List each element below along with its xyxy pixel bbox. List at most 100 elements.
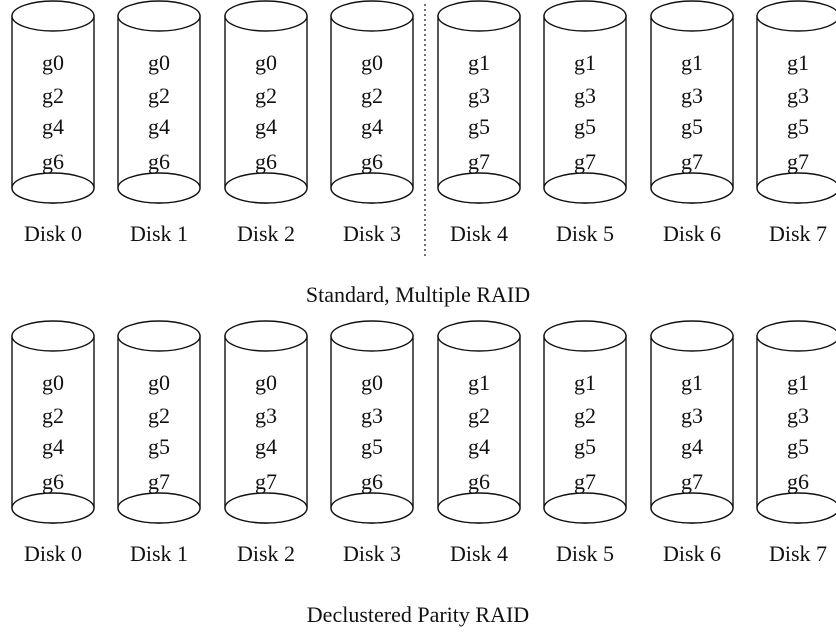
cylinder-top-ellipse [543,320,627,352]
parity-group-label: g5 [787,114,809,139]
parity-group-label: g5 [468,114,490,139]
cylinder-bottom-ellipse [650,172,734,204]
parity-group-label: g4 [255,434,277,459]
parity-group-label: g0 [255,50,277,75]
parity-group-label: g3 [681,83,703,108]
parity-group-label: g6 [148,149,170,174]
parity-group-label: g1 [468,370,490,395]
parity-group-label: g6 [42,149,64,174]
cylinder-top-ellipse [543,0,627,32]
parity-group-label: g2 [42,83,64,108]
cylinder-bottom-ellipse [224,492,308,524]
parity-group-label: g4 [42,114,64,139]
cylinder-bottom-ellipse [437,492,521,524]
cylinder-bottom-ellipse [330,172,414,204]
parity-group-label: g0 [42,50,64,75]
parity-group-label: g2 [255,83,277,108]
cylinder-bottom-ellipse [543,492,627,524]
cylinder-bottom-ellipse [117,492,201,524]
parity-group-label: g2 [148,403,170,428]
cylinder-bottom-ellipse [650,492,734,524]
parity-group-label: g3 [787,83,809,108]
disk-label: Disk 1 [130,541,188,566]
parity-group-label: g6 [468,469,490,494]
parity-group-label: g5 [574,434,596,459]
cylinder-top-ellipse [437,0,521,32]
cylinder-top-ellipse [117,0,201,32]
cylinder-top-ellipse [437,320,521,352]
disk-label: Disk 6 [663,541,721,566]
parity-group-label: g1 [574,50,596,75]
disk-label: Disk 3 [343,221,401,246]
parity-group-label: g2 [574,403,596,428]
parity-group-label: g7 [574,149,596,174]
parity-group-label: g2 [361,83,383,108]
parity-group-label: g5 [574,114,596,139]
cylinder-top-ellipse [224,320,308,352]
parity-group-label: g7 [255,469,277,494]
parity-group-label: g0 [148,50,170,75]
cylinder-top-ellipse [756,320,836,352]
parity-group-label: g3 [255,403,277,428]
parity-group-label: g1 [787,370,809,395]
disk-label: Disk 5 [556,221,614,246]
cylinder-bottom-ellipse [117,172,201,204]
cylinder-top-ellipse [330,0,414,32]
parity-group-label: g0 [148,370,170,395]
cylinder-top-ellipse [11,320,95,352]
parity-group-label: g7 [681,469,703,494]
parity-group-label: g3 [787,403,809,428]
parity-group-label: g0 [42,370,64,395]
declustered-raid-caption: Declustered Parity RAID [307,602,529,627]
disk-label: Disk 5 [556,541,614,566]
cylinder-top-ellipse [650,320,734,352]
disk-label: Disk 7 [769,221,827,246]
parity-group-label: g6 [255,149,277,174]
cylinder-top-ellipse [11,0,95,32]
parity-group-label: g7 [681,149,703,174]
parity-group-label: g0 [361,370,383,395]
cylinder-bottom-ellipse [224,172,308,204]
disk-label: Disk 4 [450,541,508,566]
disk-label: Disk 1 [130,221,188,246]
parity-group-label: g3 [574,83,596,108]
parity-group-label: g7 [468,149,490,174]
parity-group-label: g2 [148,83,170,108]
cylinder-top-ellipse [117,320,201,352]
disk-label: Disk 7 [769,541,827,566]
parity-group-label: g4 [42,434,64,459]
parity-group-label: g5 [148,434,170,459]
cylinder-bottom-ellipse [11,492,95,524]
cylinder-top-ellipse [756,0,836,32]
cylinder-bottom-ellipse [11,172,95,204]
parity-group-label: g3 [468,83,490,108]
disk-label: Disk 4 [450,221,508,246]
cylinder-bottom-ellipse [756,172,836,204]
parity-group-label: g5 [681,114,703,139]
parity-group-label: g5 [361,434,383,459]
parity-group-label: g6 [361,469,383,494]
disk-label: Disk 2 [237,541,295,566]
parity-group-label: g3 [361,403,383,428]
parity-group-label: g4 [148,114,170,139]
disk-label: Disk 0 [24,221,82,246]
parity-group-label: g2 [42,403,64,428]
parity-group-label: g7 [787,149,809,174]
parity-group-label: g5 [787,434,809,459]
